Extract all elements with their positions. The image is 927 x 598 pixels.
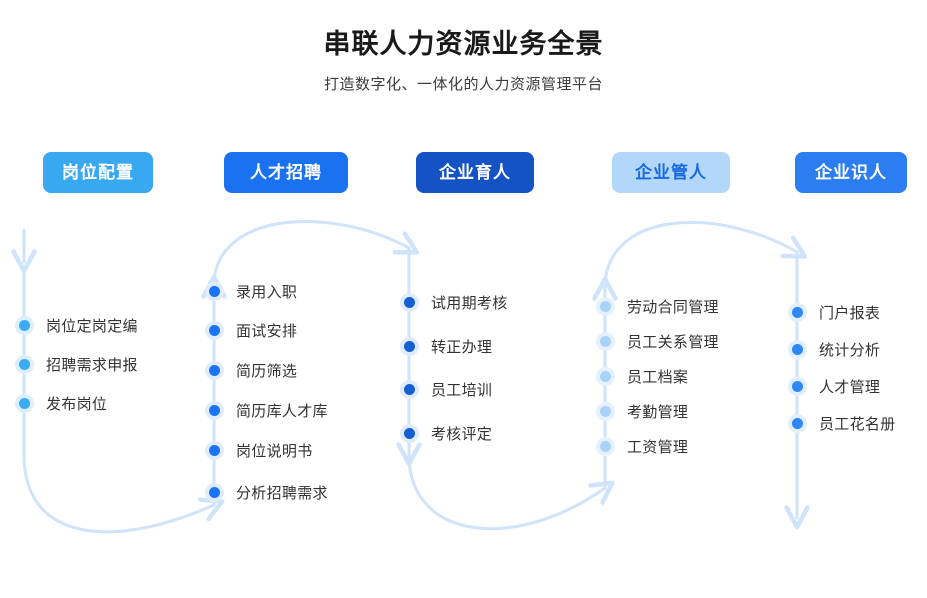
list-item-label: 试用期考核: [431, 295, 508, 312]
list-item[interactable]: 劳动合同管理: [596, 296, 719, 317]
stage-pill-1[interactable]: 岗位配置: [43, 152, 153, 193]
list-item-label: 考勤管理: [627, 404, 689, 421]
list-item[interactable]: 员工关系管理: [596, 331, 719, 352]
stage-pill-3[interactable]: 企业育人: [416, 152, 534, 193]
list-item-label: 员工培训: [431, 382, 493, 399]
node-bullet-icon: [788, 340, 807, 359]
list-item[interactable]: 统计分析: [788, 339, 880, 360]
node-bullet-icon: [15, 355, 34, 374]
list-item[interactable]: 试用期考核: [400, 292, 508, 313]
list-item[interactable]: 分析招聘需求: [205, 482, 328, 503]
node-bullet-icon: [788, 414, 807, 433]
node-bullet-icon: [205, 321, 224, 340]
list-item[interactable]: 简历库人才库: [205, 400, 328, 421]
node-bullet-icon: [596, 402, 615, 421]
list-item-label: 简历库人才库: [236, 403, 328, 420]
connector-c3-to-c4: [396, 442, 615, 531]
stage-pill-4[interactable]: 企业管人: [612, 152, 730, 193]
list-item-label: 发布岗位: [46, 396, 108, 413]
connector-c2-to-c3: [201, 220, 420, 299]
list-item[interactable]: 录用入职: [205, 281, 297, 302]
stage-pill-5[interactable]: 企业识人: [795, 152, 907, 193]
list-item[interactable]: 员工档案: [596, 366, 688, 387]
node-bullet-icon: [205, 483, 224, 502]
page-subtitle: 打造数字化、一体化的人力资源管理平台: [323, 76, 603, 93]
node-bullet-icon: [400, 293, 419, 312]
list-item-label: 岗位说明书: [236, 443, 313, 460]
list-item[interactable]: 考核评定: [400, 423, 492, 444]
list-item[interactable]: 面试安排: [205, 320, 297, 341]
list-item[interactable]: 招聘需求申报: [15, 354, 138, 375]
list-item-label: 岗位定岗定编: [46, 318, 138, 335]
page-title: 串联人力资源业务全景: [323, 29, 604, 59]
list-item[interactable]: 发布岗位: [15, 393, 107, 414]
list-item[interactable]: 员工花名册: [788, 413, 896, 434]
list-item[interactable]: 岗位说明书: [205, 440, 313, 461]
connector-c1-to-c2: [22, 453, 225, 534]
list-item[interactable]: 员工培训: [400, 379, 492, 400]
node-bullet-icon: [596, 297, 615, 316]
node-bullet-icon: [205, 401, 224, 420]
node-bullet-icon: [788, 303, 807, 322]
list-item-label: 简历筛选: [236, 363, 298, 380]
node-bullet-icon: [596, 437, 615, 456]
stage-pill-2[interactable]: 人才招聘: [224, 152, 348, 193]
list-item[interactable]: 人才管理: [788, 376, 880, 397]
list-item[interactable]: 转正办理: [400, 336, 492, 357]
node-bullet-icon: [205, 361, 224, 380]
list-item-label: 招聘需求申报: [46, 357, 138, 374]
list-item[interactable]: 工资管理: [596, 436, 688, 457]
node-bullet-icon: [205, 282, 224, 301]
node-bullet-icon: [400, 424, 419, 443]
list-item-label: 统计分析: [819, 342, 881, 359]
list-item-label: 门户报表: [819, 305, 881, 322]
list-item-label: 分析招聘需求: [236, 485, 328, 502]
list-item[interactable]: 考勤管理: [596, 401, 688, 422]
node-bullet-icon: [400, 380, 419, 399]
node-bullet-icon: [788, 377, 807, 396]
list-item-label: 转正办理: [431, 339, 493, 356]
list-item-label: 员工花名册: [819, 416, 896, 433]
list-item-label: 员工档案: [627, 369, 689, 386]
list-item-label: 面试安排: [236, 323, 298, 340]
list-item-label: 劳动合同管理: [627, 299, 719, 316]
list-item-label: 员工关系管理: [627, 334, 719, 351]
list-item-label: 工资管理: [627, 439, 689, 456]
list-item[interactable]: 简历筛选: [205, 360, 297, 381]
connector-c4-to-c5: [592, 220, 808, 301]
list-item-label: 录用入职: [236, 284, 298, 301]
node-bullet-icon: [15, 316, 34, 335]
list-item[interactable]: 门户报表: [788, 302, 880, 323]
list-item-label: 考核评定: [431, 426, 493, 443]
list-item-label: 人才管理: [819, 379, 881, 396]
node-bullet-icon: [596, 332, 615, 351]
node-bullet-icon: [596, 367, 615, 386]
node-bullet-icon: [205, 441, 224, 460]
node-bullet-icon: [15, 394, 34, 413]
list-item[interactable]: 岗位定岗定编: [15, 315, 138, 336]
node-bullet-icon: [400, 337, 419, 356]
